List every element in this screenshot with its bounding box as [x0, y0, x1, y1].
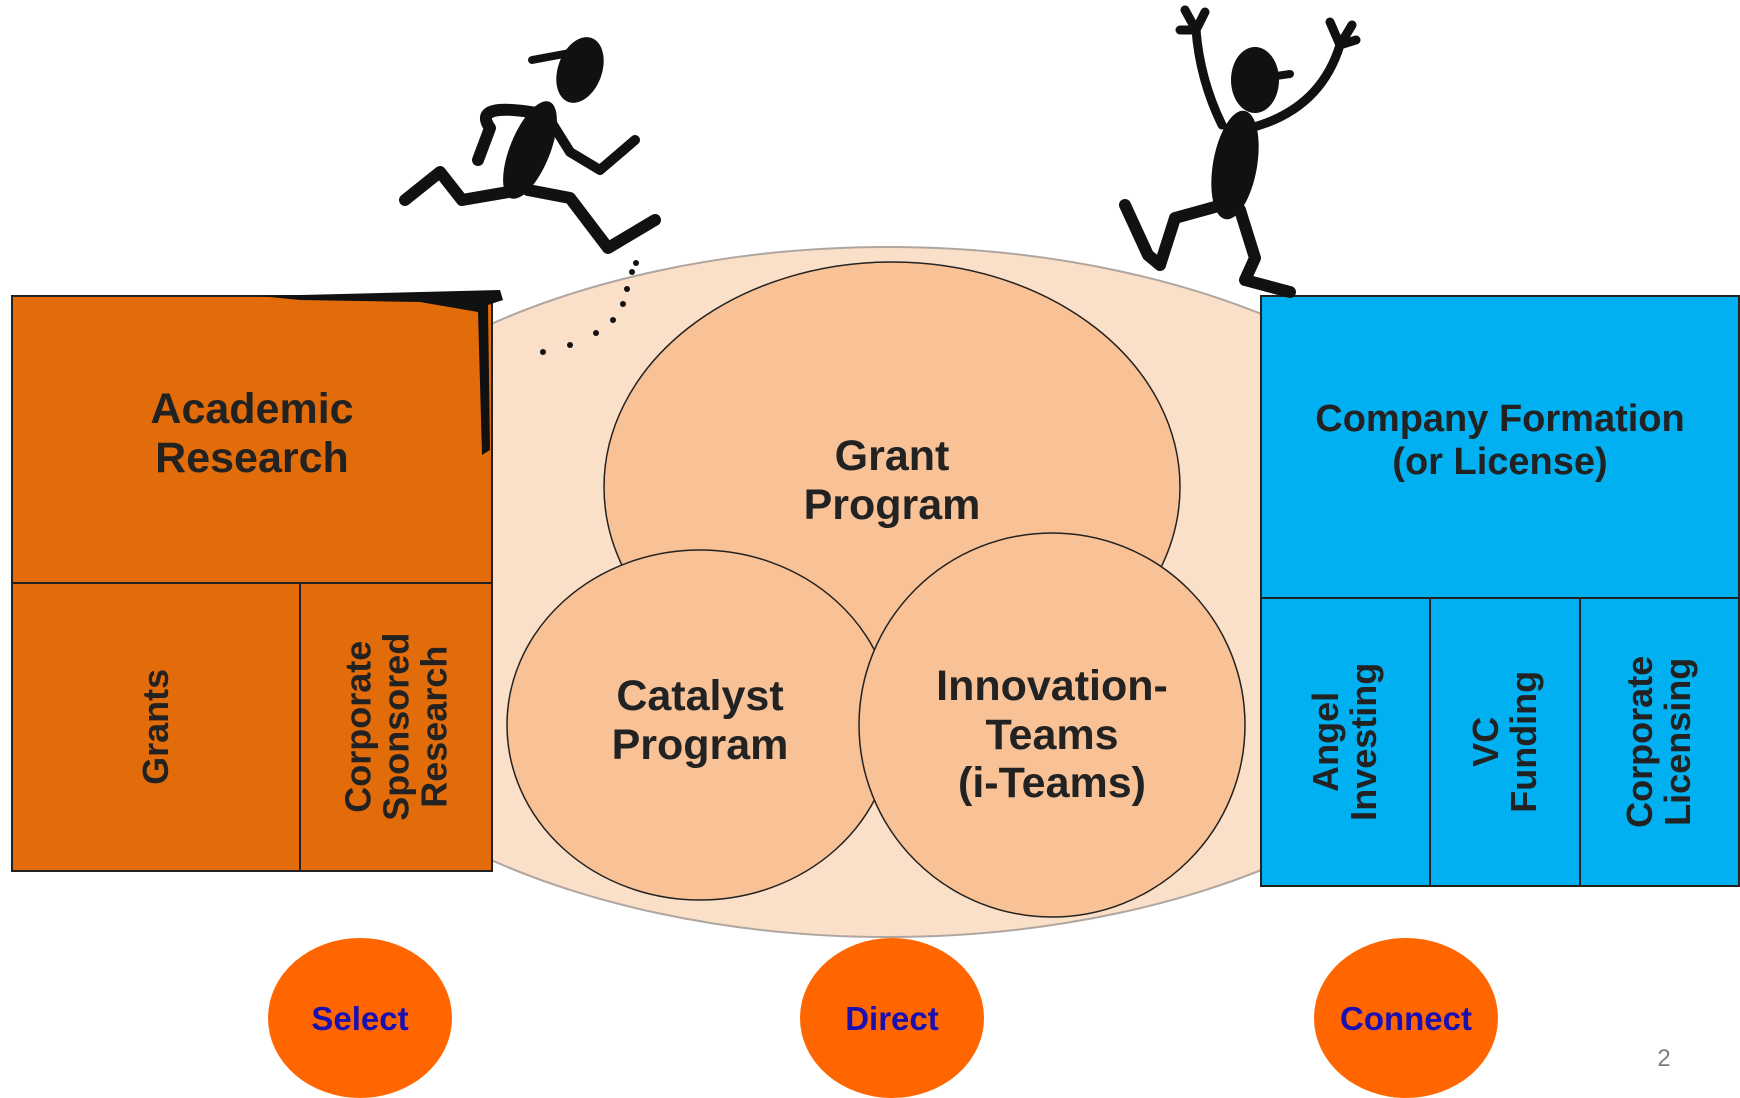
angel-investing-label: Angel Investing	[1305, 662, 1385, 822]
slide-number: 2	[1657, 1045, 1671, 1072]
grants-cell: Grants	[12, 583, 300, 871]
academic-research-title: Academic Research	[150, 385, 354, 482]
academic-research-block	[11, 295, 493, 872]
jumping-stick-figure-icon	[1119, 5, 1361, 298]
vc-funding-label: VC Funding	[1465, 671, 1544, 813]
cliff-edge-icon	[260, 290, 503, 455]
vc-funding-cell: VC Funding	[1430, 598, 1580, 886]
jump-trajectory-dots	[540, 260, 639, 355]
catalyst-program-label: Catalyst Program	[611, 672, 789, 769]
iteams-ellipse	[858, 532, 1246, 918]
grants-label: Grants	[135, 668, 177, 786]
direct-step-circle	[800, 938, 984, 1098]
running-stick-figure-icon	[399, 37, 661, 254]
corporate-sponsored-research-cell: Corporate Sponsored Research	[300, 583, 492, 871]
grant-program-label: Grant Program	[803, 432, 981, 529]
company-formation-title: Company Formation (or License)	[1315, 398, 1685, 483]
connect-step-circle	[1314, 938, 1498, 1098]
innovation-teams-label: Innovation- Teams (i-Teams)	[936, 662, 1168, 808]
direct-step-label: Direct	[845, 1000, 939, 1037]
angel-investing-cell: Angel Investing	[1261, 598, 1430, 886]
connect-step-label: Connect	[1340, 1000, 1472, 1037]
select-step-label: Select	[311, 1000, 409, 1037]
company-formation-block	[1260, 295, 1740, 887]
select-step-circle	[268, 938, 452, 1098]
corporate-sponsored-research-label: Corporate Sponsored Research	[337, 632, 454, 821]
corporate-licensing-cell: Corporate Licensing	[1580, 598, 1739, 886]
corporate-licensing-label: Corporate Licensing	[1619, 655, 1699, 829]
